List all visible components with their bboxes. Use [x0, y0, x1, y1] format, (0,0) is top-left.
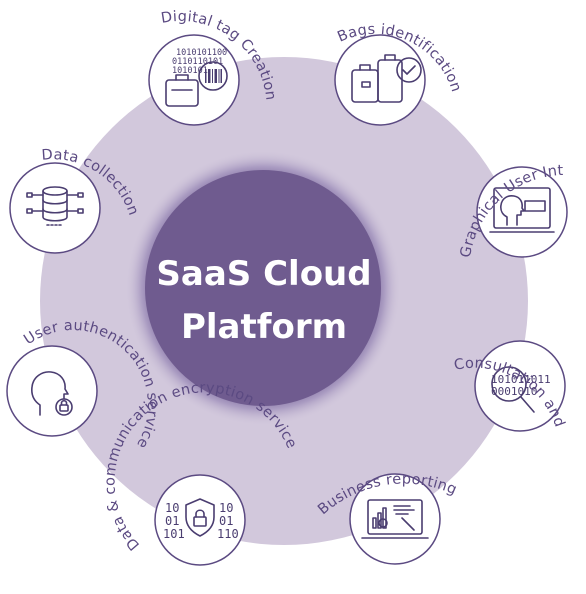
center-title-line2: Platform	[181, 307, 347, 347]
node-data-collection[interactable]	[9, 162, 101, 254]
svg-text:01: 01	[219, 514, 233, 528]
node-consultation[interactable]: 101011011 0001010	[474, 340, 566, 432]
luggage-check-icon	[351, 54, 422, 103]
database-icon	[26, 186, 84, 226]
svg-text:101: 101	[163, 527, 185, 541]
node-bags-identification[interactable]	[334, 34, 426, 126]
svg-text:0110110101: 0110110101	[172, 57, 223, 67]
svg-text:10: 10	[165, 501, 179, 515]
node-business-reporting[interactable]	[349, 473, 441, 565]
node-digital-tag[interactable]: 1010101100 0110110101 1010101	[148, 34, 240, 126]
svg-text:10: 10	[219, 501, 233, 515]
svg-text:110: 110	[217, 527, 239, 541]
node-gui[interactable]	[476, 166, 568, 258]
node-user-auth[interactable]	[6, 345, 98, 437]
svg-text:1010101100: 1010101100	[176, 48, 227, 58]
laptop-report-icon	[361, 499, 429, 539]
node-encryption[interactable]: 10 01 101 10 01 110	[154, 474, 246, 566]
luggage-barcode-icon: 1010101100 0110110101 1010101	[165, 48, 228, 107]
core-circle	[145, 170, 381, 406]
binary-magnifier-icon: 101011011 0001010	[491, 366, 551, 413]
svg-text:01: 01	[165, 514, 179, 528]
svg-text:101011011: 101011011	[491, 373, 551, 386]
svg-text:1010101: 1010101	[172, 66, 208, 76]
head-lock-icon	[31, 371, 73, 416]
center-title-line1: SaaS Cloud	[156, 254, 371, 294]
shield-lock-icon: 10 01 101 10 01 110	[163, 498, 239, 541]
monitor-user-icon	[489, 187, 555, 233]
